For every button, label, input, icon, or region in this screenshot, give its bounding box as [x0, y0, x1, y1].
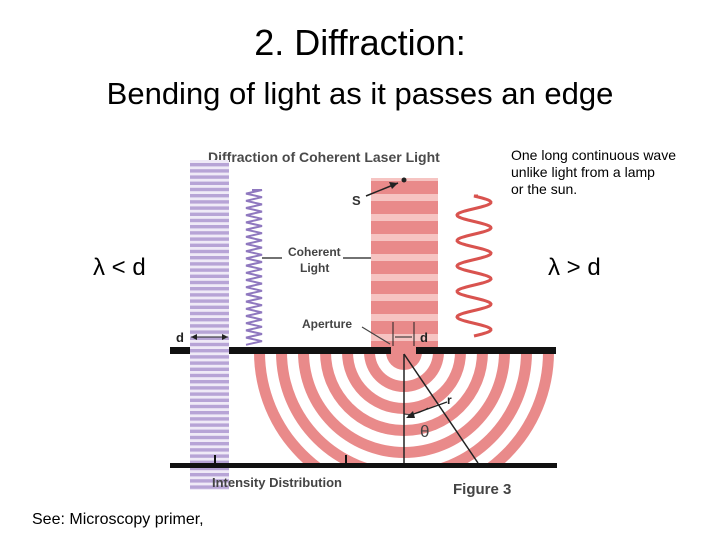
- purple-wavefront: [190, 454, 229, 458]
- figure-number: Figure 3: [453, 481, 511, 498]
- intensity-label: Intensity Distribution: [212, 475, 342, 490]
- purple-wavefront: [190, 206, 229, 210]
- slide-title: 2. Diffraction:: [254, 22, 466, 63]
- purple-wavefront: [190, 485, 229, 489]
- theta-label: θ: [420, 422, 429, 441]
- purple-wavefront: [190, 448, 229, 452]
- lambda-less-than-d: λ < d: [93, 254, 146, 281]
- purple-wavefront: [190, 404, 229, 409]
- purple-wavefront: [190, 336, 229, 340]
- purple-wavefront: [190, 473, 229, 477]
- red-wavefront: [371, 181, 438, 194]
- purple-wavefront: [190, 423, 229, 427]
- purple-wavefront: [190, 299, 229, 303]
- reference-text: See: Microscopy primer,: [32, 511, 204, 528]
- purple-wavefront: [190, 417, 229, 421]
- slide-subtitle: Bending of light as it passes an edge: [106, 76, 614, 111]
- red-wavefront: [371, 321, 438, 334]
- red-wavefront: [371, 221, 438, 234]
- purple-wavefront: [190, 287, 229, 291]
- purple-wavefront: [190, 274, 229, 278]
- purple-wavefront: [190, 373, 229, 378]
- barrier-left: [229, 347, 391, 354]
- purple-wavefront: [190, 324, 229, 328]
- barrier-right: [416, 347, 556, 354]
- purple-wavefront: [190, 442, 229, 446]
- purple-wavefront: [190, 386, 229, 390]
- purple-wavefront: [190, 349, 229, 353]
- red-wavefront: [371, 281, 438, 294]
- purple-wavefront: [190, 355, 229, 359]
- coherent-label: Coherent: [288, 245, 341, 259]
- short-wave-squiggle: [245, 189, 263, 346]
- ray-line: [403, 353, 479, 464]
- purple-wavefront: [190, 435, 229, 440]
- purple-wavefront: [190, 231, 229, 235]
- short-wavelength-beam: [190, 160, 229, 490]
- long-wave-squiggle: [455, 194, 493, 338]
- purple-wavefront: [190, 194, 229, 198]
- purple-wavefront: [190, 380, 229, 384]
- purple-wavefront: [190, 163, 229, 167]
- laser-note: One long continuous wave unlike light fr…: [511, 147, 676, 197]
- source-point: [401, 177, 407, 183]
- purple-wavefront: [190, 212, 229, 216]
- barrier-left-stub: [170, 347, 190, 354]
- purple-wavefront: [190, 392, 229, 396]
- purple-wavefront: [190, 330, 229, 334]
- d-left-label: d: [176, 330, 184, 345]
- purple-wavefront: [190, 181, 229, 185]
- purple-wavefront: [190, 460, 229, 464]
- purple-wavefront: [190, 342, 229, 347]
- figure-heading: Diffraction of Coherent Laser Light: [208, 149, 440, 165]
- lambda-greater-than-d: λ > d: [548, 254, 601, 281]
- purple-wavefront: [190, 398, 229, 402]
- red-wavefront: [371, 261, 438, 274]
- purple-wavefront: [190, 175, 229, 179]
- purple-wavefront: [190, 311, 229, 316]
- purple-wavefront: [190, 411, 229, 415]
- purple-wavefront: [190, 200, 229, 204]
- red-wavefront: [371, 201, 438, 214]
- aperture-label: Aperture: [302, 317, 352, 331]
- purple-wavefront: [190, 280, 229, 285]
- purple-wavefront: [190, 169, 229, 173]
- purple-wavefront: [190, 249, 229, 254]
- purple-wavefront: [190, 305, 229, 309]
- purple-wavefront: [190, 256, 229, 260]
- purple-wavefront: [190, 293, 229, 297]
- purple-wavefront: [190, 225, 229, 229]
- purple-wavefront: [190, 268, 229, 272]
- purple-wavefront: [190, 218, 229, 223]
- purple-wavefront: [190, 466, 229, 471]
- purple-wavefront: [190, 187, 229, 192]
- intensity-ticks: [214, 455, 347, 463]
- coherent-beam: [371, 178, 438, 354]
- source-label: S: [352, 193, 361, 208]
- r-label: r: [447, 393, 452, 407]
- purple-wavefront: [190, 237, 229, 241]
- light-label: Light: [300, 261, 329, 275]
- screen-line: [170, 463, 557, 468]
- purple-wavefront: [190, 361, 229, 365]
- d-right-label: d: [420, 330, 428, 345]
- purple-wavefront: [190, 479, 229, 483]
- red-wavefront: [371, 301, 438, 314]
- purple-wavefront: [190, 367, 229, 371]
- purple-wavefront: [190, 243, 229, 247]
- purple-wavefront: [190, 318, 229, 322]
- purple-wavefront: [190, 262, 229, 266]
- purple-wavefront: [190, 429, 229, 433]
- red-wavefront: [371, 241, 438, 254]
